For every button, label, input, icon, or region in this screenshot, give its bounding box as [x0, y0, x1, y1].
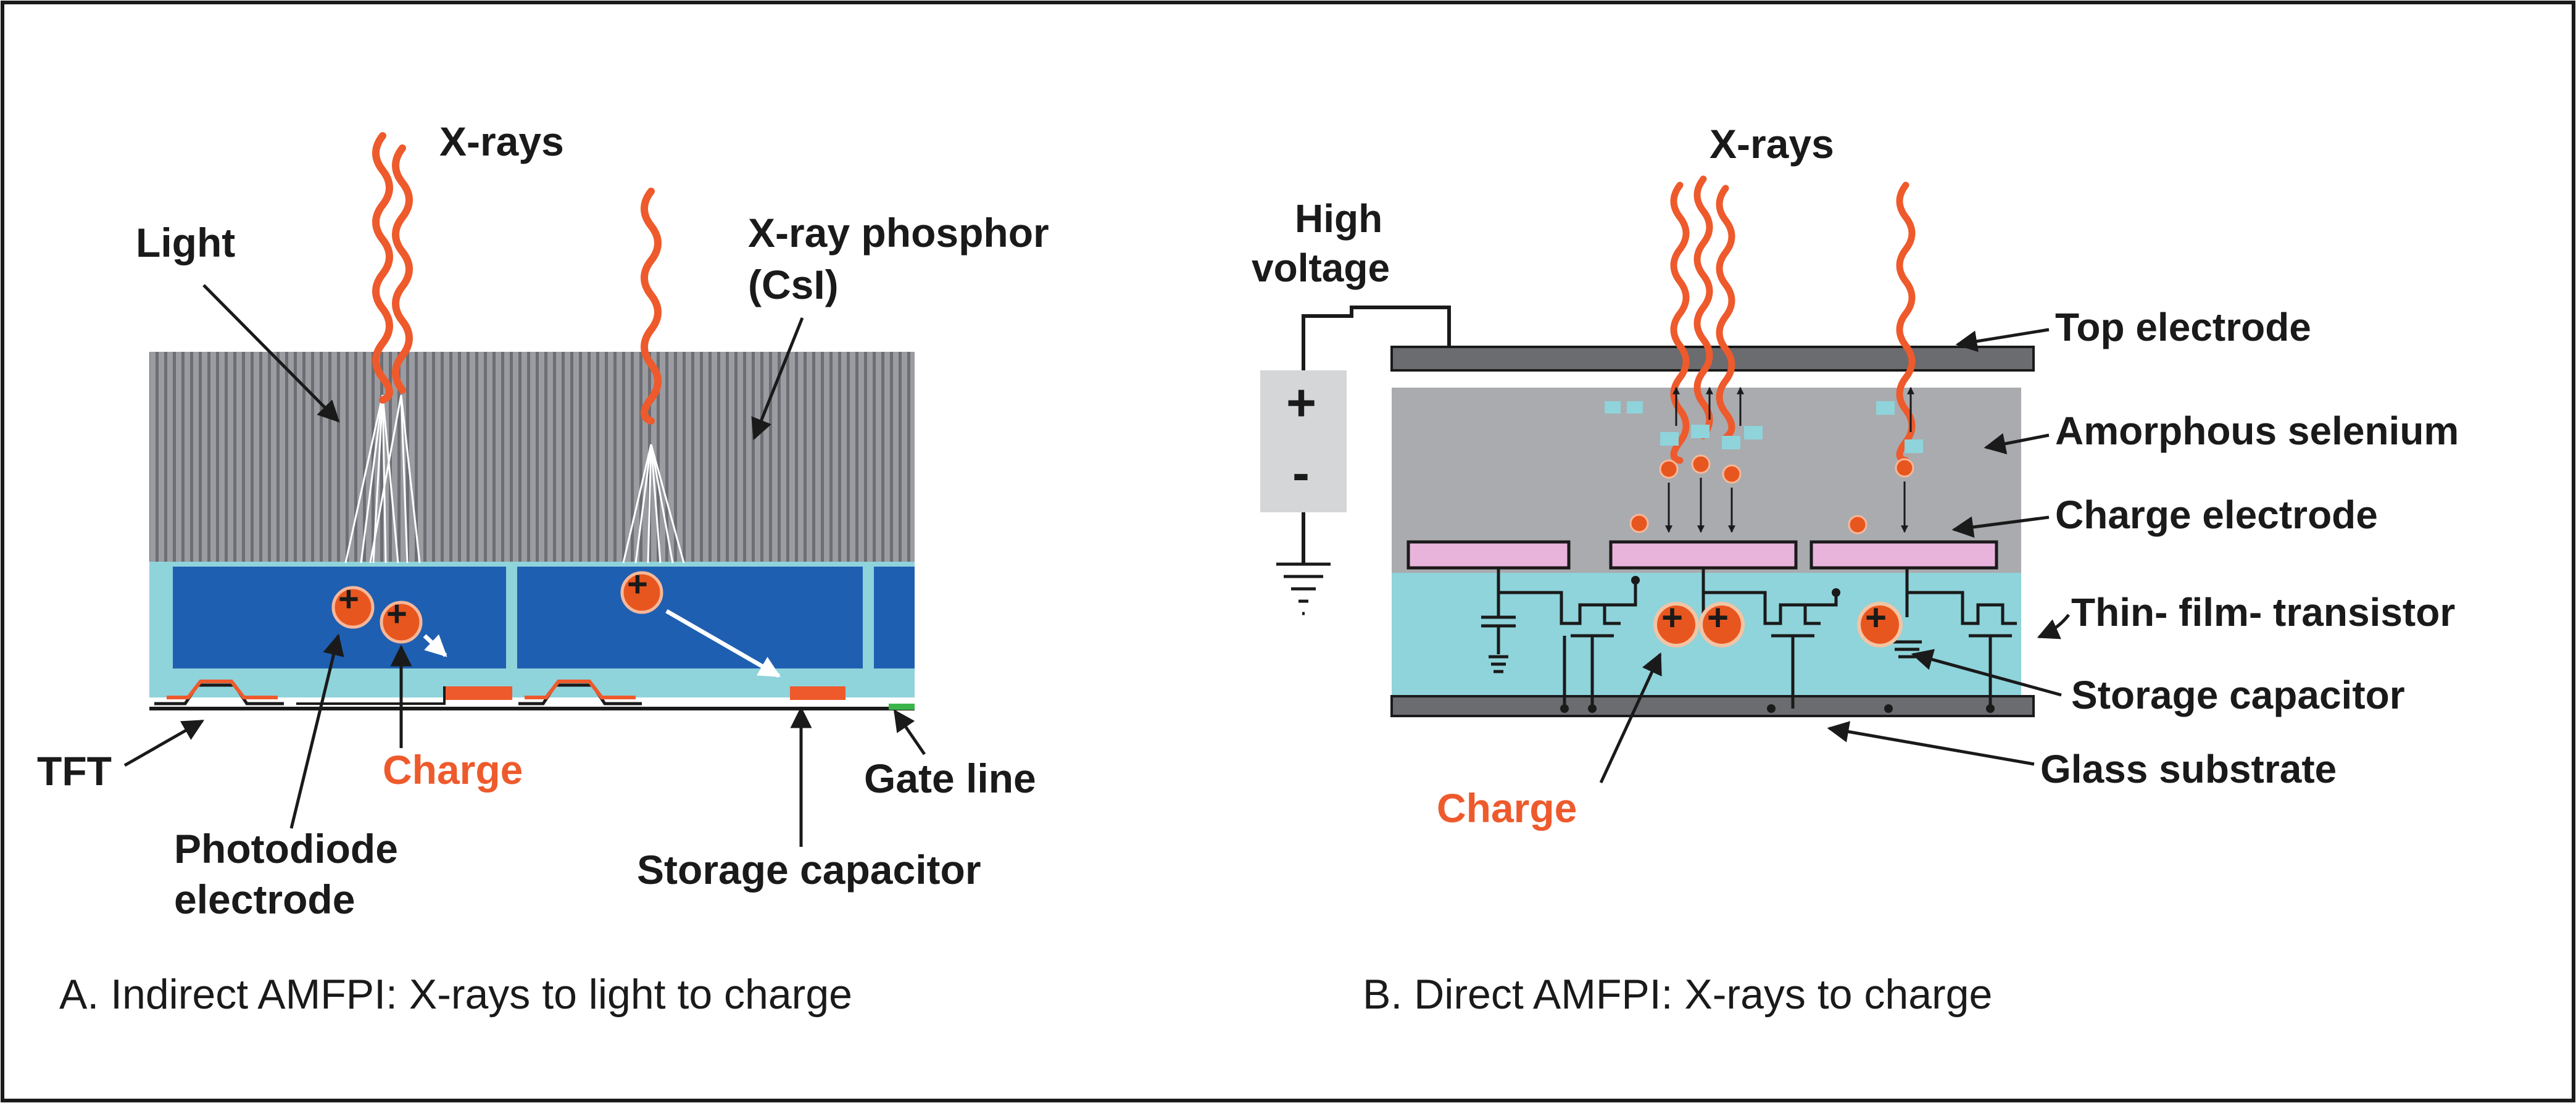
leader-tft-b: [2037, 614, 2071, 639]
leader-gate-line: [893, 709, 926, 755]
photodiode-cell-3: [874, 567, 915, 668]
ground-symbol: [1276, 562, 1331, 615]
charge-b3-plus: +: [1865, 597, 1887, 638]
leader-storage-capacitor-b: [1911, 649, 2062, 697]
tft-label: TFT: [37, 748, 112, 794]
tft-2: [518, 683, 642, 706]
xray-wave-a3: [641, 188, 662, 425]
thin-film-transistor-label: Thin- film- transistor: [2071, 590, 2456, 635]
charge-b2-plus: +: [1707, 597, 1729, 638]
charge-a1-plus: +: [338, 579, 359, 619]
phosphor-label-line2: (CsI): [748, 262, 839, 307]
xray-phosphor-layer: [149, 352, 915, 562]
battery-minus: -: [1292, 444, 1310, 502]
tft-nodes: [1560, 576, 1995, 713]
battery-plus: +: [1286, 373, 1317, 431]
tft-2-contact: [525, 680, 636, 699]
glass-substrate: [1390, 695, 2035, 717]
xray-wave-a2: [392, 144, 413, 394]
amorphous-selenium-label: Amorphous selenium: [2055, 409, 2459, 453]
charge-drift-arrow-2: [665, 609, 781, 678]
charge-label-b: Charge: [1437, 785, 1577, 831]
charge-drift-arrow-1: [423, 634, 447, 657]
leader-selenium: [1984, 433, 2050, 455]
charge-a2: [380, 601, 423, 644]
leader-photodiode: [289, 633, 344, 829]
charge-b-group: [1653, 602, 1903, 647]
charge-electrode-1: [1406, 540, 1571, 570]
storage-capacitor-label-a: Storage capacitor: [637, 847, 981, 893]
storage-capacitor-1: [444, 686, 512, 700]
panel-a-indirect: [123, 132, 926, 847]
caption-a: A. Indirect AMFPI: X-rays to light to ch…: [59, 971, 852, 1018]
xray-waves-a: [372, 132, 662, 425]
tft-1: [154, 683, 284, 706]
field-arrows: [1665, 386, 1914, 533]
high-voltage-wire: [1302, 306, 1451, 370]
panel-b-direct: [1260, 175, 2071, 784]
storage-capacitor-2: [790, 686, 846, 700]
tft-circuits: [1481, 568, 2017, 709]
tft-1-contact: [167, 680, 278, 699]
gate-line-segment: [889, 704, 915, 710]
leader-light: [202, 284, 340, 423]
battery: [1260, 370, 1347, 512]
caption-b: B. Direct AMFPI: X-rays to charge: [1363, 971, 1993, 1018]
selenium-pairs: [1605, 401, 1923, 535]
photodiode-cell-2: [517, 567, 863, 668]
leader-charge-electrode: [1951, 515, 2050, 538]
light-fan-2: [622, 444, 685, 564]
charge-a2-plus: +: [386, 594, 407, 634]
xray-waves-b: [1670, 175, 1916, 464]
photodiode-label-line2: electrode: [174, 876, 355, 922]
charge-b1-plus: +: [1661, 597, 1684, 638]
light-label: Light: [136, 220, 236, 265]
high-voltage-label-line2: voltage: [1252, 246, 1390, 290]
charge-electrode-2: [1609, 540, 1798, 570]
high-voltage-label-line1: High: [1295, 196, 1383, 241]
leader-charge-b: [1599, 652, 1662, 784]
glass-substrate-label: Glass substrate: [2040, 747, 2337, 791]
photodiode-label-line1: Photodiode: [174, 826, 398, 872]
charge-a1: [331, 586, 375, 629]
xray-wave-a1: [372, 132, 393, 404]
top-electrode: [1390, 346, 2035, 372]
phosphor-label-line1: X-ray phosphor: [748, 210, 1049, 256]
storage-capacitor-label-b: Storage capacitor: [2071, 673, 2405, 717]
light-fan-1: [344, 394, 421, 564]
tft-1-lead: [296, 686, 446, 705]
leader-glass-substrate: [1827, 721, 2035, 766]
xrays-label-b: X-rays: [1710, 121, 1834, 167]
leader-top-electrode: [1955, 328, 2050, 352]
xray-wave-b4: [1896, 181, 1916, 464]
xrays-label-a: X-rays: [439, 119, 564, 164]
charge-electrode-3: [1809, 540, 1998, 570]
gate-line-label: Gate line: [864, 755, 1036, 801]
top-electrode-label: Top electrode: [2055, 305, 2311, 349]
xray-wave-b3: [1716, 185, 1735, 441]
charge-label-a: Charge: [383, 747, 523, 793]
xray-wave-b2: [1693, 175, 1713, 439]
leader-phosphor: [751, 317, 804, 441]
tft-layer: [149, 673, 915, 697]
xray-wave-b1: [1670, 181, 1690, 464]
leader-tft: [123, 719, 205, 767]
charge-a3-plus: +: [627, 564, 648, 604]
charge-electrode-label: Charge electrode: [2055, 493, 2378, 537]
charge-a3: [620, 571, 663, 614]
